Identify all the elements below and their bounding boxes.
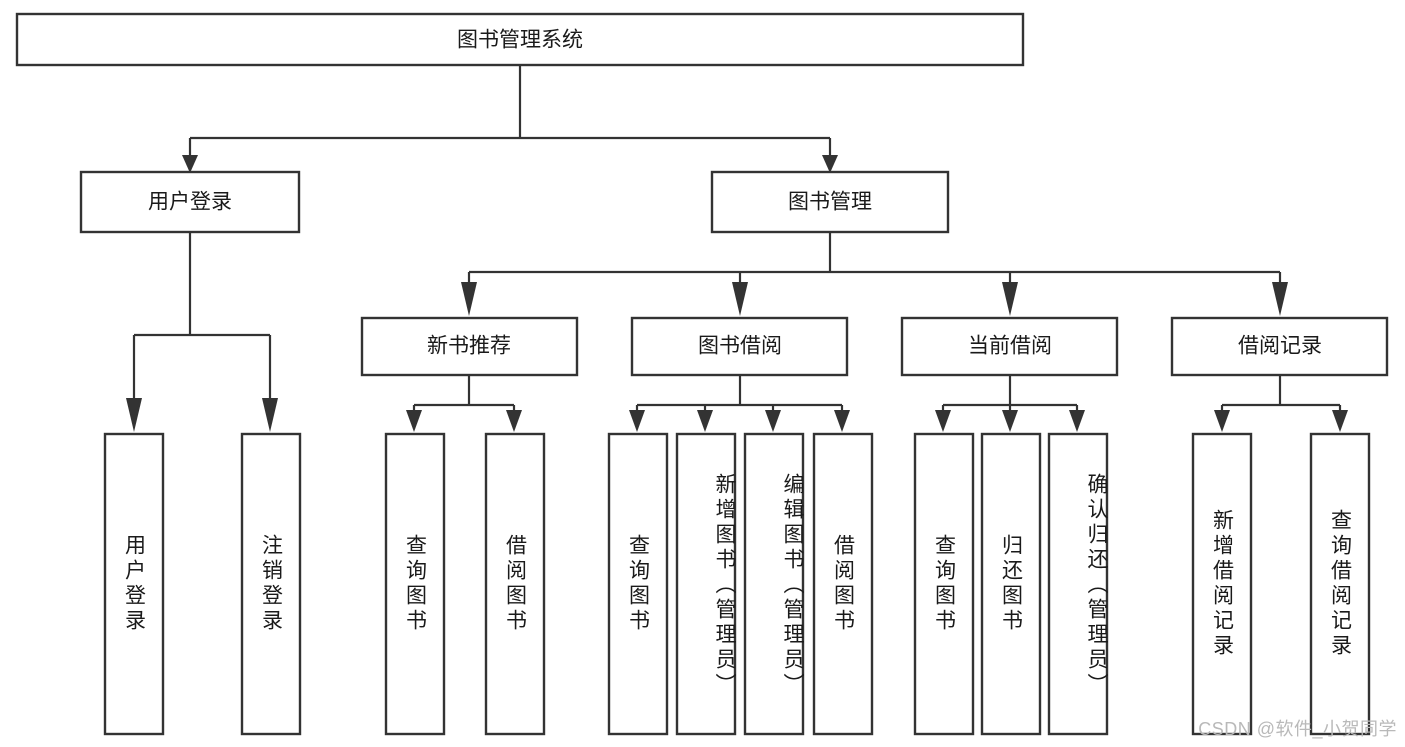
leaf-box-confirm-return[interactable] (1047, 432, 1109, 736)
leaf-box-user-logout[interactable] (240, 432, 302, 736)
arrow-to-new-book-recommend (461, 282, 477, 316)
node-book-manage[interactable]: 图书管理 (710, 170, 950, 234)
arrow-to-current-borrow (1002, 282, 1018, 316)
arrow-to-book-borrow (732, 282, 748, 316)
node-root[interactable]: 图书管理系统 (15, 12, 1025, 67)
leaf-box-query-book-1[interactable] (384, 432, 446, 736)
leaf-box-query-book-3[interactable] (913, 432, 975, 736)
arrow-to-borrow-record (1272, 282, 1288, 316)
leaf-box-borrow-book-2[interactable] (812, 432, 874, 736)
connector-root-bus (182, 65, 838, 173)
arrow-to-user-login (182, 155, 198, 173)
arrow-to-leaf-user-login (126, 398, 142, 432)
leaf-box-borrow-book-1[interactable] (484, 432, 546, 736)
arrow-to-leaf-user-logout (262, 398, 278, 432)
connector-book-borrow-children (629, 375, 850, 432)
connector-book-manage-children (461, 232, 1288, 316)
node-book-borrow-label: 图书借阅 (698, 335, 782, 358)
node-new-book-recommend-label: 新书推荐 (427, 335, 511, 358)
leaf-box-add-book[interactable] (675, 432, 737, 736)
node-current-borrow-box[interactable] (900, 316, 1119, 377)
node-new-book-recommend[interactable]: 新书推荐 (360, 316, 579, 377)
node-user-login-label: 用户登录 (148, 191, 232, 214)
node-root-label: 图书管理系统 (457, 29, 583, 52)
node-current-borrow[interactable]: 当前借阅 (900, 316, 1119, 377)
node-current-borrow-label: 当前借阅 (968, 335, 1052, 358)
node-root-box[interactable] (15, 12, 1025, 67)
node-book-borrow[interactable]: 图书借阅 (630, 316, 849, 377)
node-book-manage-label: 图书管理 (788, 191, 872, 214)
leaf-box-query-book-2[interactable] (607, 432, 669, 736)
connector-user-login-children (126, 232, 278, 432)
leaf-box-add-record[interactable] (1191, 432, 1253, 736)
node-user-login[interactable]: 用户登录 (79, 170, 301, 234)
node-borrow-record[interactable]: 借阅记录 (1170, 316, 1389, 377)
connector-borrow-record-children (1214, 375, 1348, 432)
leaf-box-query-record[interactable] (1309, 432, 1371, 736)
leaf-box-edit-book[interactable] (743, 432, 805, 736)
node-borrow-record-label: 借阅记录 (1238, 335, 1322, 358)
connector-current-borrow-children (935, 375, 1085, 432)
node-new-book-recommend-box[interactable] (360, 316, 579, 377)
connector-new-book-recommend-children (406, 375, 522, 432)
arrow-to-book-manage (822, 155, 838, 173)
leaf-box-return-book[interactable] (980, 432, 1042, 736)
csdn-watermark: CSDN @软件_小贺同学 (1198, 719, 1397, 739)
node-user-login-box[interactable] (79, 170, 301, 234)
leaf-box-user-login[interactable] (103, 432, 165, 736)
